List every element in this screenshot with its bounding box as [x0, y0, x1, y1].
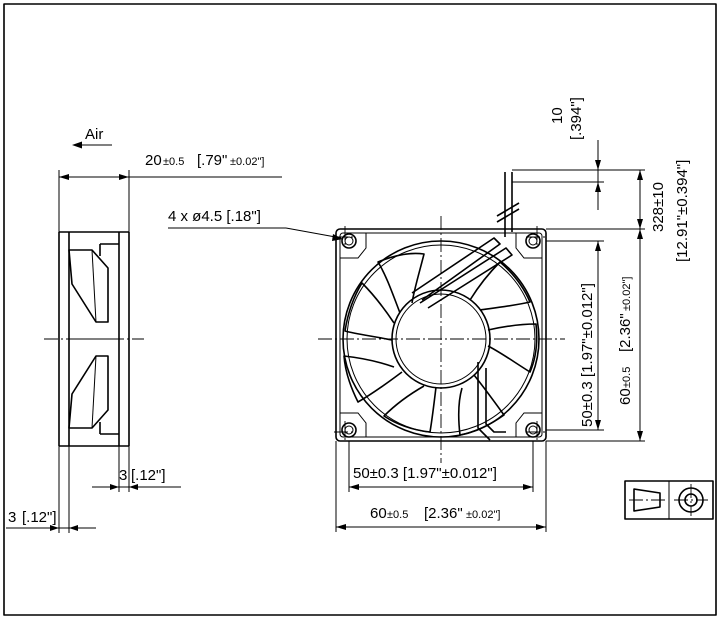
- flange-dimension-bottom-value: 3: [8, 509, 16, 526]
- depth-dimension-inches-tol: ±0.02"]: [230, 156, 264, 168]
- side-view: Air 20 ±0.5 [.79" ±0.02"]: [6, 126, 282, 533]
- size-dimension-vertical-value: 60: [617, 388, 634, 405]
- size-dimension-vertical-inches: [2.36": [617, 313, 634, 352]
- fan-venturi: [342, 240, 540, 438]
- size-dimension-vertical-inches-tol: ±0.02"]: [621, 277, 633, 311]
- fan-blades: [343, 252, 538, 436]
- size-dimension-vertical-tol: ±0.5: [621, 367, 633, 388]
- mounting-dimension-horizontal: 50±0.3 [1.97"±0.012"]: [353, 465, 497, 482]
- third-angle-projection-icon: [624, 480, 714, 520]
- lead-strip-dimension-inches: [.394"]: [568, 97, 585, 140]
- flange-dimension-top-inches: [.12"]: [131, 467, 166, 484]
- size-dimension-horizontal-value: 60: [370, 505, 387, 522]
- front-view: 4 x ø4.5 [.18"] 50±0.3 [1.97"±0.012"] 60…: [168, 97, 691, 532]
- depth-dimension-value: 20: [145, 152, 162, 169]
- mounting-dimension-vertical: 50±0.3 [1.97"±0.012"]: [579, 283, 596, 427]
- lead-strip-dimension: 10: [549, 107, 566, 124]
- air-label: Air: [85, 126, 103, 143]
- size-dimension-horizontal-inches-tol: ±0.02"]: [466, 509, 500, 521]
- lead-length-dimension-inches: [12.91"±0.394"]: [674, 160, 691, 262]
- air-arrow-icon: [72, 141, 82, 149]
- depth-dimension-inches: [.79": [197, 152, 227, 169]
- mounting-holes-callout: 4 x ø4.5 [.18"]: [168, 208, 261, 225]
- lead-length-dimension: 328±10: [650, 182, 667, 232]
- size-dimension-horizontal-inches: [2.36": [424, 505, 463, 522]
- depth-dimension-tolerance: ±0.5: [163, 156, 184, 168]
- mounting-hole-icon: [341, 233, 541, 438]
- fan-housing-outline: [335, 228, 547, 442]
- flange-dimension-top-value: 3: [119, 467, 127, 484]
- drawing-frame: [3, 3, 717, 616]
- flange-dimension-bottom-inches: [.12"]: [22, 509, 57, 526]
- size-dimension-horizontal-tol: ±0.5: [387, 509, 408, 521]
